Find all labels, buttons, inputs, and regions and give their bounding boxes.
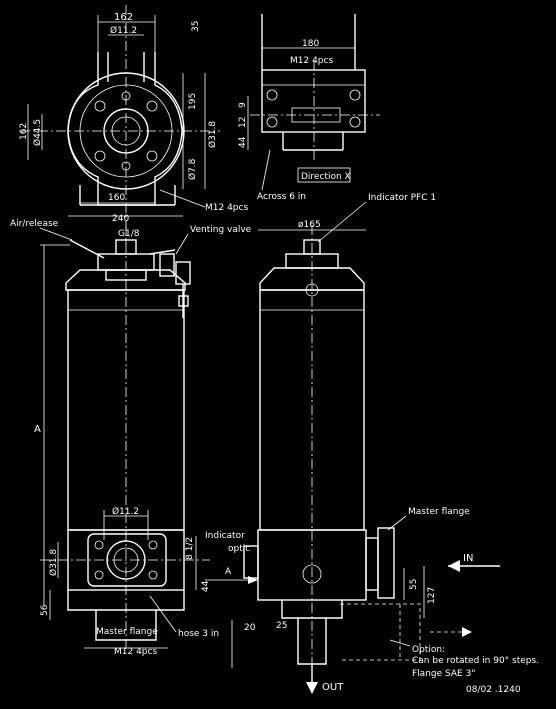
cross-label: Across 6 in bbox=[257, 192, 306, 202]
top-view: 162 Ø11.2 35 195 Ø31.8 Ø7.8 162 Ø44.5 16… bbox=[19, 5, 248, 245]
dim-vert-d: Ø7.8 bbox=[187, 158, 198, 180]
footer-code: 08/02 .1240 bbox=[466, 685, 521, 695]
master-flange-label: Master flange bbox=[408, 507, 470, 517]
diameter-label: ø165 bbox=[298, 220, 321, 230]
dim-20: 20 bbox=[244, 623, 256, 633]
dim-side-left-b: 12 bbox=[238, 117, 248, 128]
dim-left-inner: Ø44.5 bbox=[32, 119, 43, 146]
dim-bottom-left: 56 bbox=[40, 604, 50, 616]
front-view: A Air/release G1/8 Venting valve Ø11.2 Ø… bbox=[10, 219, 252, 657]
dim-a-right: A bbox=[225, 567, 232, 577]
dim-side-right: 35 bbox=[191, 21, 201, 32]
out-label: OUT bbox=[322, 682, 344, 693]
venting-label: Venting valve bbox=[190, 225, 252, 235]
dim-side-left-a: 9 bbox=[238, 102, 248, 108]
dim-length-a: A bbox=[34, 424, 41, 435]
indicator2-label: Indicator bbox=[205, 531, 245, 541]
dim-flange-left: Ø31.8 bbox=[48, 549, 59, 576]
dim-flange-top: Ø11.2 bbox=[112, 506, 139, 517]
section-label: Direction X bbox=[301, 172, 351, 182]
dim-height-a: 195 bbox=[188, 93, 198, 110]
dim-flange-right-b: 44 bbox=[201, 580, 211, 592]
bolt-note-side: M12 4pcs bbox=[290, 56, 333, 66]
dim-height-b: Ø31.8 bbox=[207, 121, 218, 148]
side-view-top: 180 M12 4pcs 9 12 44 Direction X Across … bbox=[238, 14, 380, 202]
dim-127: 127 bbox=[427, 587, 437, 604]
option-line2: Can be rotated in 90° steps. bbox=[412, 656, 539, 666]
dim-bottom: 160 bbox=[108, 193, 125, 203]
dim-side-left-c: 44 bbox=[238, 136, 248, 148]
indicator2-sub: optic bbox=[228, 544, 250, 554]
dim-flange-right-a: 8 1/2 bbox=[185, 537, 195, 560]
dim-left-outer: 162 bbox=[19, 123, 29, 140]
dim-base: 240 bbox=[112, 214, 129, 224]
g-label: G1/8 bbox=[118, 229, 140, 239]
dim-25: 25 bbox=[276, 621, 287, 631]
bolt-note-top: M12 4pcs bbox=[205, 203, 248, 213]
right-view: ø165 Indicator PFC 1 IN OUT Indicator op… bbox=[205, 193, 539, 695]
dim-55: 55 bbox=[409, 579, 419, 590]
dim-side-top: 180 bbox=[302, 39, 319, 49]
bottom-bolt-label: M12 4pcs bbox=[114, 647, 157, 657]
dim-width-inner: Ø11.2 bbox=[110, 25, 137, 36]
option-line1: Option: bbox=[412, 645, 445, 655]
hose-label: hose 3 in bbox=[178, 629, 219, 639]
indicator-label: Indicator PFC 1 bbox=[368, 193, 436, 203]
dim-width-outer: 162 bbox=[114, 12, 133, 23]
in-label: IN bbox=[463, 553, 473, 564]
bottom-flange-label: Master flange bbox=[96, 627, 158, 637]
option-line3: Flange SAE 3" bbox=[412, 669, 475, 679]
air-release-label: Air/release bbox=[10, 219, 59, 229]
